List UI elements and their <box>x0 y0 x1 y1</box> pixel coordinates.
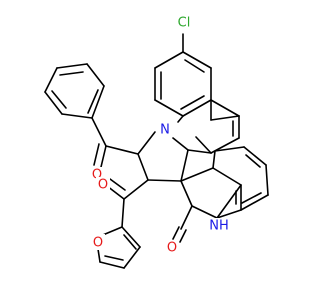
bond <box>216 209 242 219</box>
bond <box>123 234 137 250</box>
bond <box>212 150 216 169</box>
bond <box>121 226 141 248</box>
bond <box>51 90 67 109</box>
bond <box>99 261 125 269</box>
bond <box>177 115 184 123</box>
lactam-oxygen-atom: O <box>165 240 179 256</box>
bond <box>243 146 267 166</box>
bond <box>172 137 189 151</box>
bond <box>56 63 88 69</box>
bond <box>191 205 218 219</box>
bond <box>104 255 124 261</box>
ring-nitrogen-atom: N <box>158 122 172 138</box>
bond <box>137 131 156 155</box>
bond <box>154 51 184 69</box>
bond <box>44 91 63 115</box>
bond <box>182 99 212 117</box>
bond <box>212 167 242 186</box>
bond <box>86 63 105 87</box>
bond <box>216 184 242 219</box>
bonds <box>44 33 269 269</box>
furoyl-carbonyl-oxygen-atom: O <box>96 177 110 193</box>
bond <box>154 99 184 117</box>
atom-labels: Cl N O O O O NH <box>90 15 231 256</box>
bond <box>182 51 212 69</box>
bond <box>180 180 193 207</box>
bond <box>265 164 269 196</box>
bond <box>91 117 107 147</box>
bond <box>59 71 84 76</box>
bond <box>97 248 101 263</box>
svg-text:O: O <box>98 178 108 193</box>
bond <box>147 179 182 182</box>
bond <box>121 198 125 228</box>
bond <box>180 95 205 110</box>
svg-text:NH: NH <box>209 219 229 234</box>
bond <box>210 99 240 117</box>
bond <box>214 146 245 152</box>
svg-text:O: O <box>93 236 103 251</box>
svg-text:N: N <box>160 123 170 138</box>
bond <box>210 115 240 121</box>
bond <box>184 59 205 73</box>
bond <box>44 67 58 93</box>
bond <box>240 194 269 211</box>
bond <box>109 178 126 191</box>
chemical-structure-diagram: Cl N O O O O NH <box>44 15 269 269</box>
chlorine-atom: Cl <box>173 15 194 31</box>
bond <box>179 229 187 243</box>
lactam-nh-atom: NH <box>208 218 231 234</box>
bond <box>87 89 99 114</box>
bond <box>123 246 141 269</box>
bond <box>180 205 193 230</box>
bond <box>100 145 107 168</box>
svg-text:O: O <box>167 241 177 256</box>
bond <box>91 85 105 119</box>
bond <box>180 149 189 182</box>
bond <box>241 192 262 204</box>
bond <box>245 154 261 168</box>
bond <box>137 153 149 181</box>
bond <box>93 143 100 166</box>
bond <box>187 149 212 154</box>
bond <box>195 136 212 154</box>
furan-oxygen-atom: O <box>91 234 105 251</box>
bond <box>61 113 93 119</box>
svg-text:O: O <box>92 168 102 183</box>
bond <box>172 226 180 240</box>
svg-text:Cl: Cl <box>178 16 191 31</box>
bond <box>180 167 214 182</box>
bond <box>105 145 139 155</box>
bond <box>123 179 149 200</box>
